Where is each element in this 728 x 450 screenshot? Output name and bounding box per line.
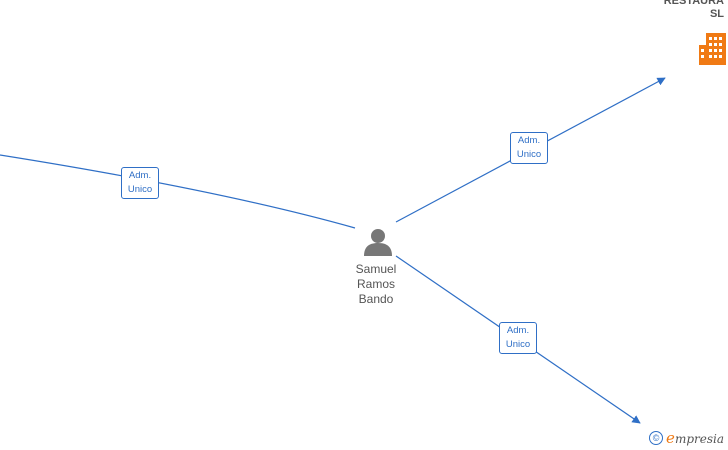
brand-name: mpresia [674, 432, 724, 446]
copyright-icon: © [649, 431, 664, 445]
company-name-line-2: SL [709, 8, 724, 20]
edge-label-role: Adm. [506, 325, 530, 336]
edge-line-left [0, 154, 356, 229]
brand-initial: e [666, 429, 675, 447]
company-name[interactable]: RESTAURA SL [640, 0, 724, 21]
edge-label-left[interactable]: Adm. Unico [121, 167, 159, 199]
person-icon[interactable] [363, 227, 393, 257]
person-name-line-1: Samuel [355, 262, 397, 276]
company-name-line-1: RESTAURA [663, 0, 724, 7]
brand-logo: empresia [666, 429, 724, 447]
building-icon[interactable] [699, 31, 728, 65]
person-name-line-2: Ramos [356, 277, 395, 291]
person-name[interactable]: Samuel Ramos Bando [338, 262, 414, 307]
edge-label-role: Adm. [128, 170, 152, 181]
edge-label-bottom-right[interactable]: Adm. Unico [499, 322, 537, 354]
edge-label-role-type: Unico [505, 339, 531, 350]
edge-label-role-type: Unico [127, 184, 153, 195]
person-name-line-3: Bando [358, 292, 394, 306]
edge-label-role: Adm. [517, 135, 541, 146]
edge-label-role-type: Unico [516, 149, 542, 160]
edge-label-top-right[interactable]: Adm. Unico [510, 132, 548, 164]
empresia-watermark[interactable]: © empresia [649, 429, 724, 447]
